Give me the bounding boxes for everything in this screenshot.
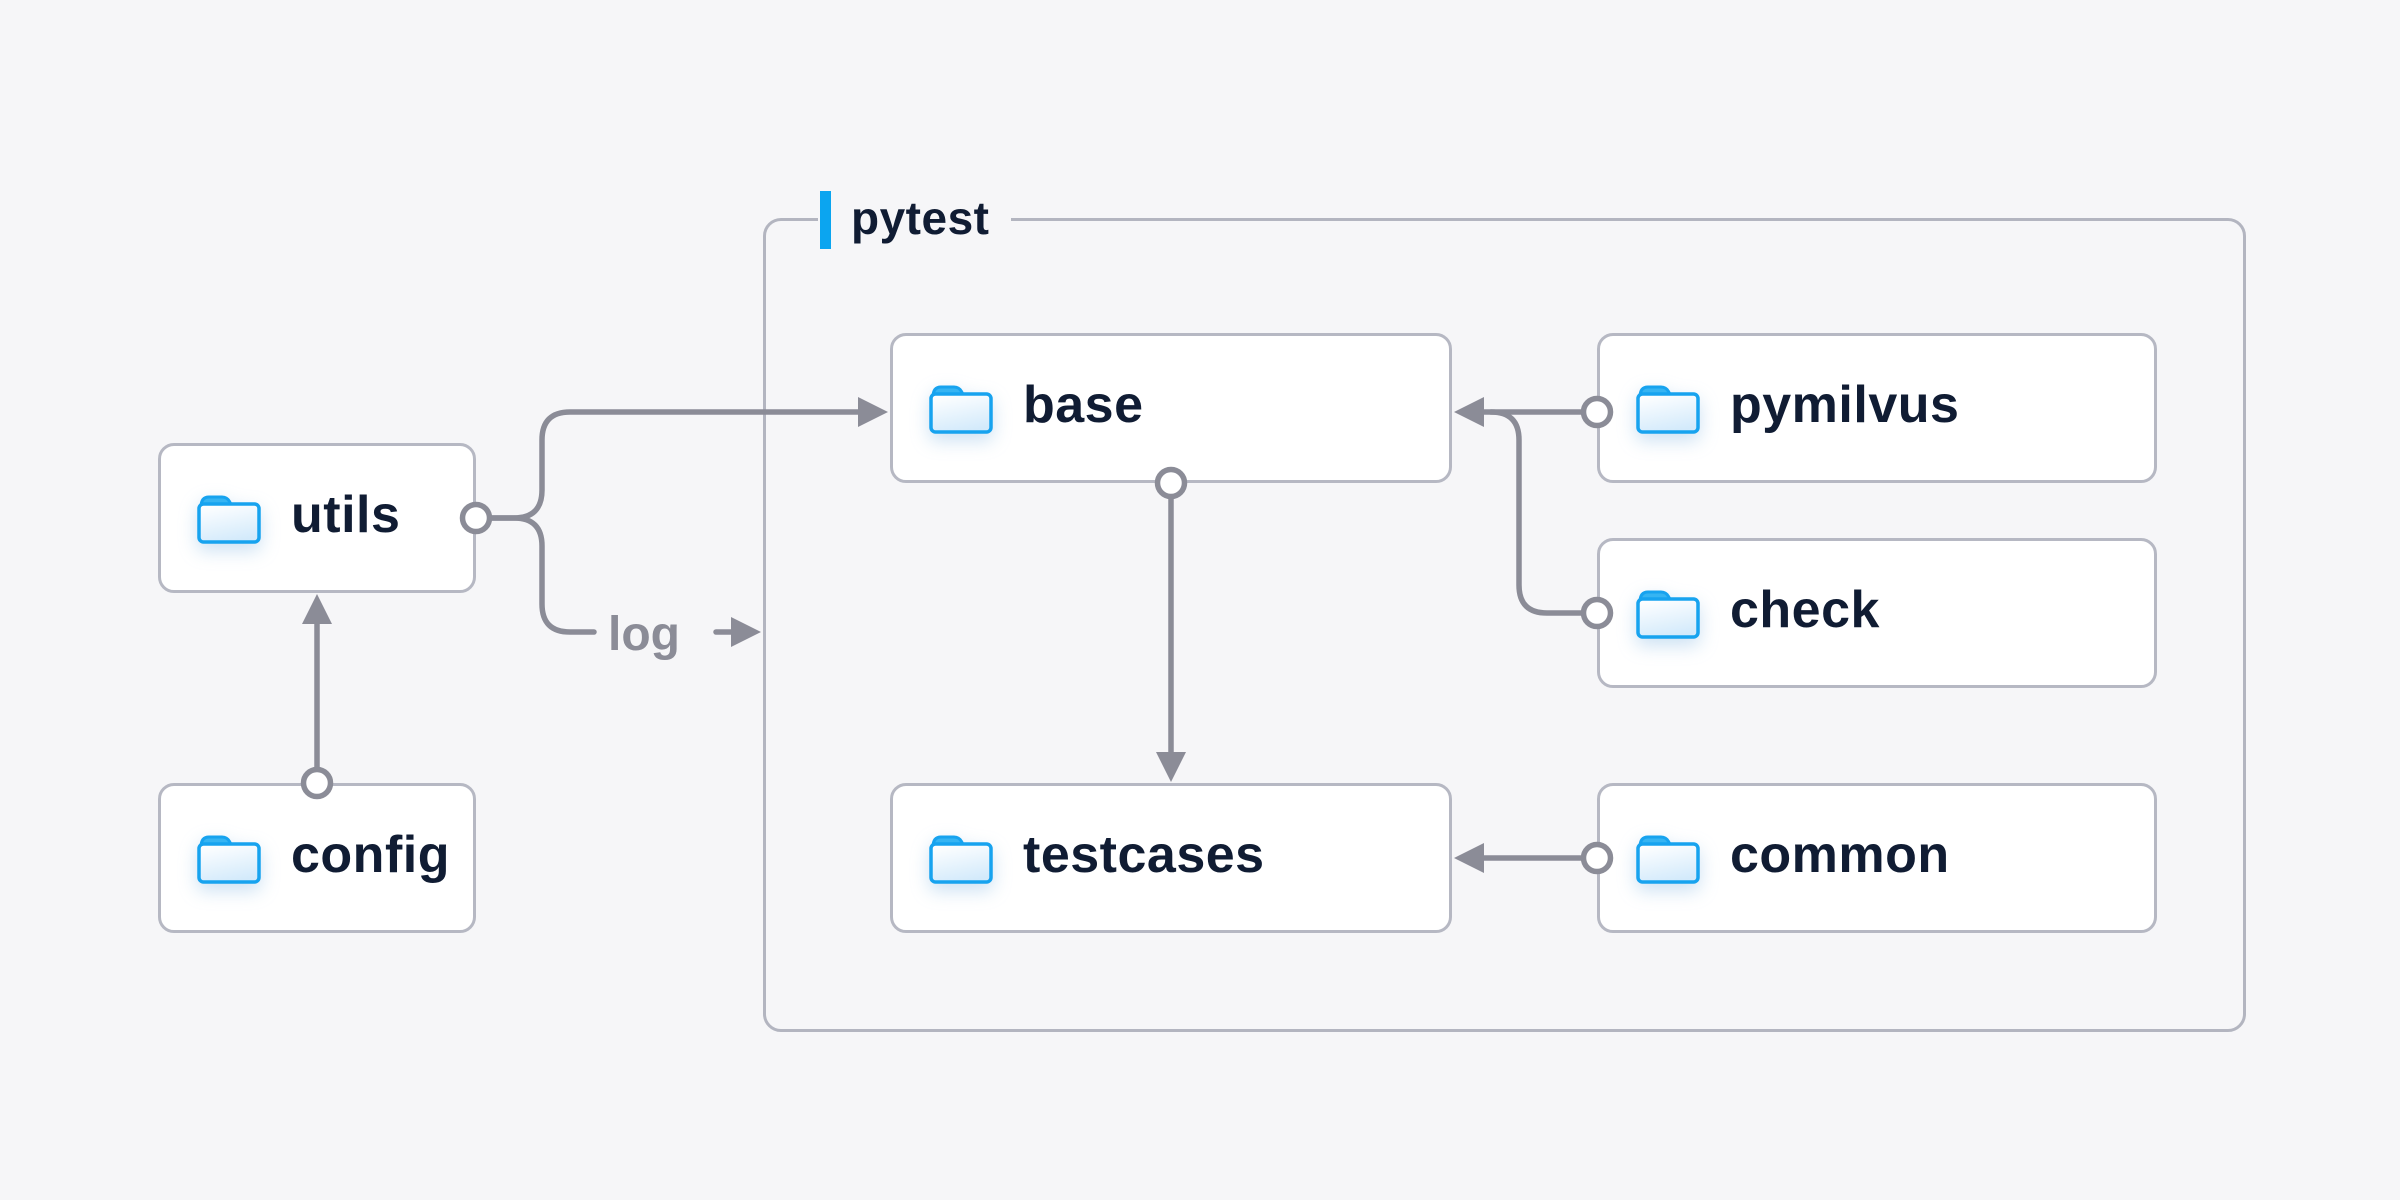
node-utils: utils [158, 443, 476, 593]
node-label: base [1023, 376, 1144, 434]
node-base: base [890, 333, 1452, 483]
folder-icon [929, 835, 993, 884]
edge-utils-log: log [487, 515, 761, 661]
node-testcases: testcases [890, 783, 1452, 933]
node-label: config [291, 826, 450, 884]
accent-bar [820, 191, 831, 249]
pytest-group-label: pytest [818, 189, 1012, 251]
node-label: pymilvus [1730, 376, 1960, 434]
node-label: common [1730, 826, 1950, 884]
node-label: check [1730, 581, 1880, 639]
node-common: common [1597, 783, 2157, 933]
arrowhead-right [731, 617, 761, 647]
node-label: testcases [1023, 826, 1265, 884]
folder-icon [1636, 590, 1700, 639]
folder-icon [1636, 385, 1700, 434]
edge-config-utils [300, 594, 334, 800]
node-check: check [1597, 538, 2157, 688]
log-label: log [608, 608, 680, 661]
pytest-group-title: pytest [851, 192, 990, 244]
node-pymilvus: pymilvus [1597, 333, 2157, 483]
pytest-group-container: pytest [763, 189, 2246, 1032]
node-label: utils [291, 486, 401, 544]
folder-icon [929, 385, 993, 434]
folder-icon [1636, 835, 1700, 884]
arrowhead-up [302, 594, 332, 624]
folder-icon [197, 495, 261, 544]
node-config: config [158, 783, 476, 933]
folder-icon [197, 835, 261, 884]
